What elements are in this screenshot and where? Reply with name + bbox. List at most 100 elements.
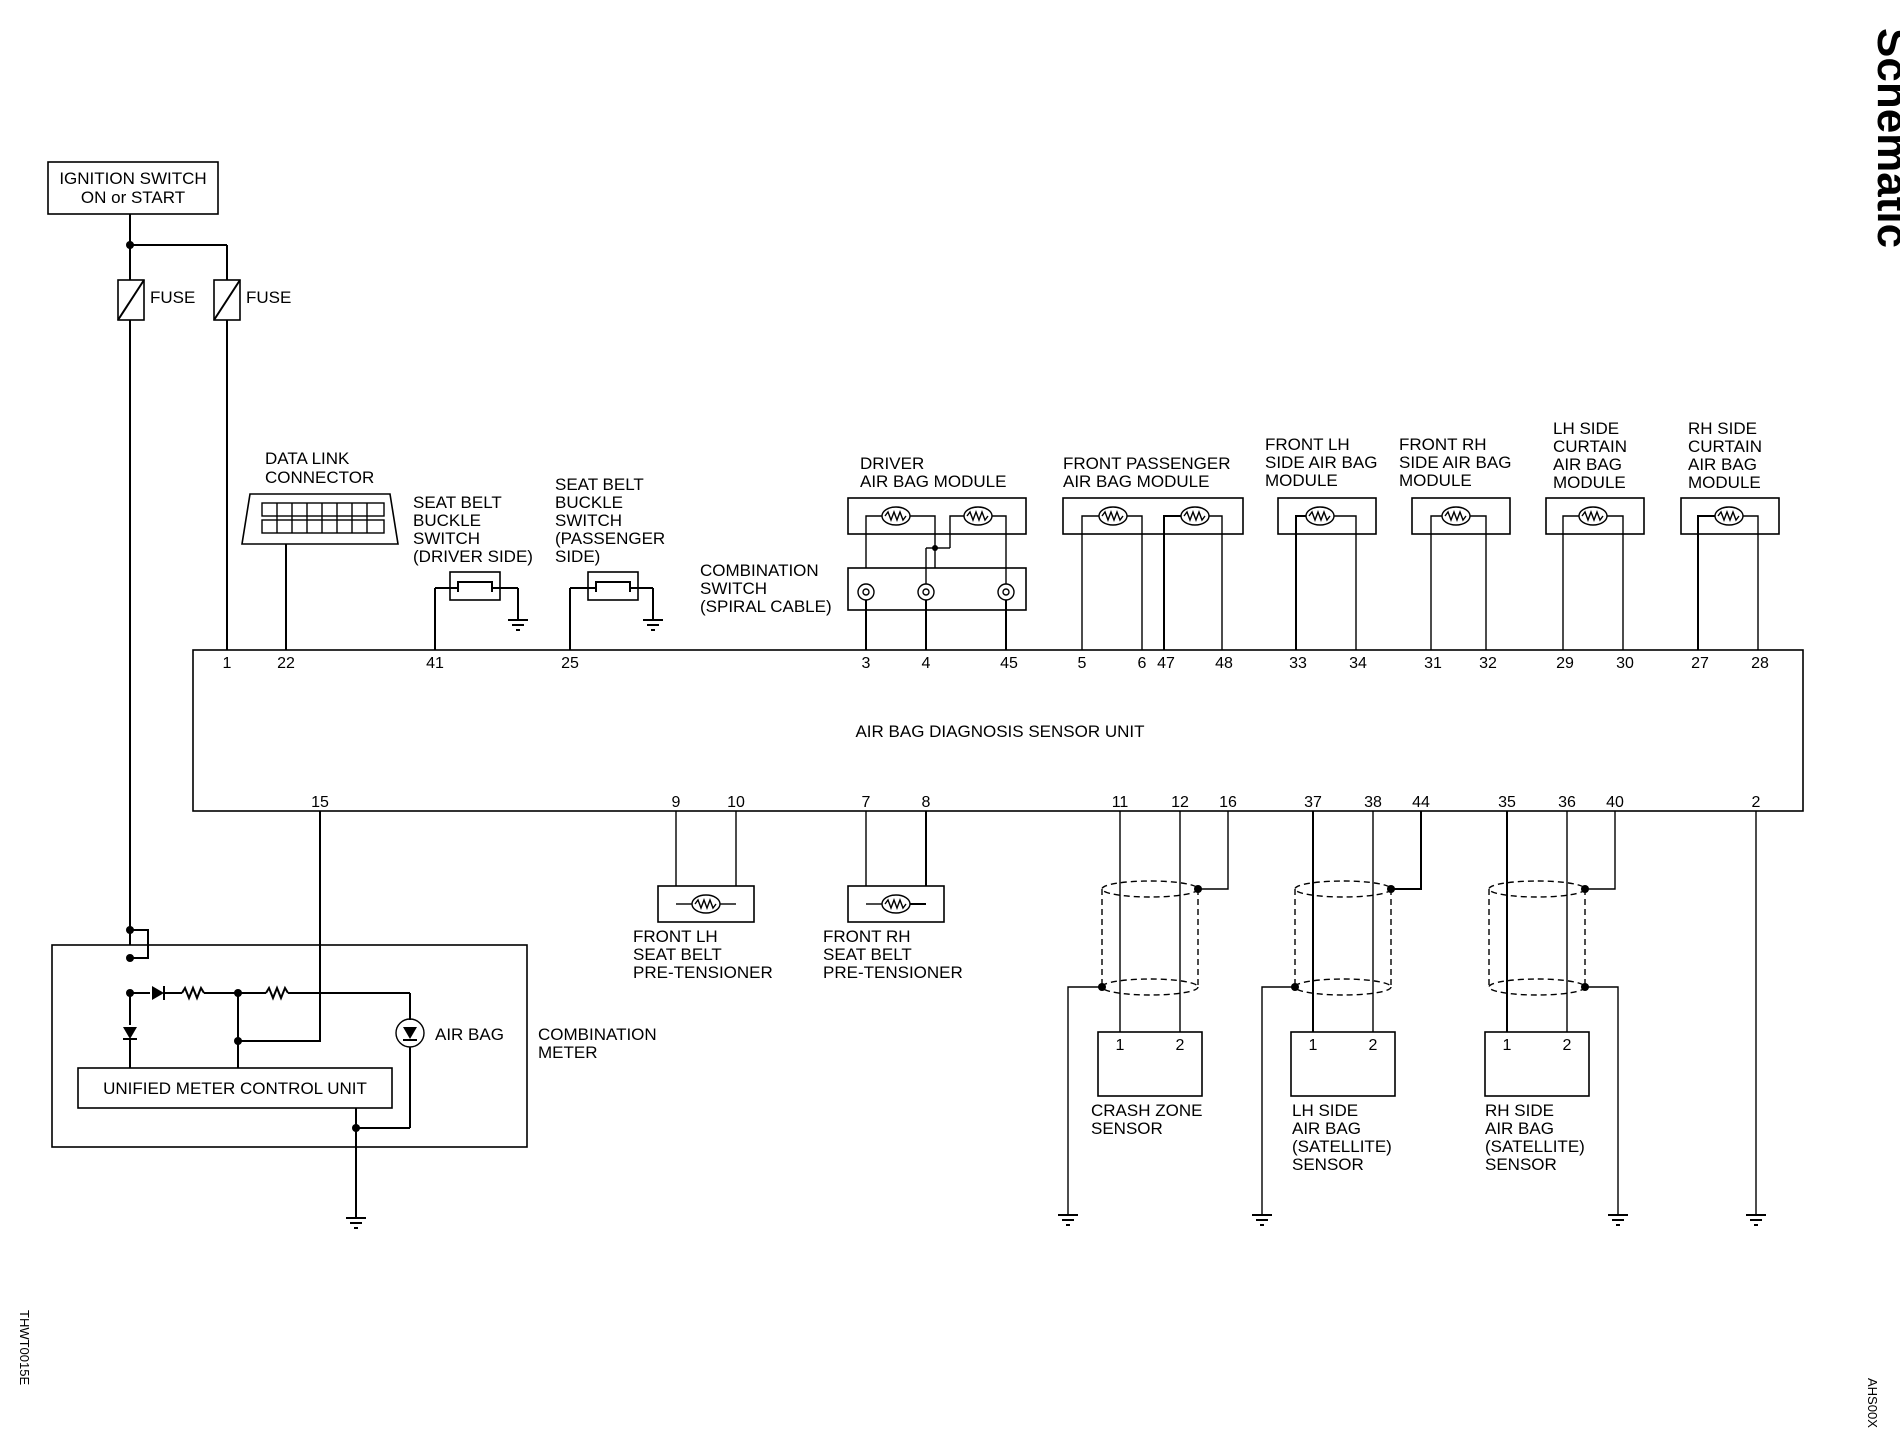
pin-label: 27 bbox=[1691, 655, 1709, 672]
svg-text:AIR BAG MODULE: AIR BAG MODULE bbox=[1063, 472, 1209, 491]
svg-text:SENSOR: SENSOR bbox=[1485, 1155, 1557, 1174]
svg-text:SIDE AIR BAG: SIDE AIR BAG bbox=[1265, 453, 1377, 472]
svg-text:(SATELLITE): (SATELLITE) bbox=[1485, 1137, 1585, 1156]
svg-text:AIR BAG MODULE: AIR BAG MODULE bbox=[860, 472, 1006, 491]
combination-meter-label: COMBINATION bbox=[538, 1025, 657, 1044]
pin-label: 2 bbox=[1752, 794, 1761, 811]
svg-text:(SPIRAL CABLE): (SPIRAL CABLE) bbox=[700, 597, 832, 616]
fuse-label-right: FUSE bbox=[246, 288, 291, 307]
svg-text:SEAT BELT: SEAT BELT bbox=[823, 945, 912, 964]
pin-label: 25 bbox=[561, 655, 579, 672]
pin-label: 12 bbox=[1171, 794, 1189, 811]
svg-text:SIDE): SIDE) bbox=[555, 547, 600, 566]
pin-label: 36 bbox=[1558, 794, 1576, 811]
svg-text:ON or START: ON or START bbox=[81, 188, 185, 207]
sensor-pin-1: 1 bbox=[1116, 1037, 1125, 1054]
svg-text:BUCKLE: BUCKLE bbox=[413, 511, 481, 530]
svg-text:SWITCH: SWITCH bbox=[413, 529, 480, 548]
sensor-pin-2: 2 bbox=[1563, 1037, 1572, 1054]
svg-text:COMBINATION: COMBINATION bbox=[700, 561, 819, 580]
pin-label: 6 bbox=[1138, 655, 1147, 672]
pin-label: 47 bbox=[1157, 655, 1175, 672]
svg-text:AIR BAG: AIR BAG bbox=[1688, 455, 1757, 474]
driver-air-bag-module: DRIVER AIR BAG MODULE bbox=[847, 454, 1027, 584]
svg-text:PRE-TENSIONER: PRE-TENSIONER bbox=[633, 963, 773, 982]
svg-text:DRIVER: DRIVER bbox=[860, 454, 924, 473]
svg-text:CURTAIN: CURTAIN bbox=[1553, 437, 1627, 456]
svg-text:(PASSENGER: (PASSENGER bbox=[555, 529, 665, 548]
pin-label: 35 bbox=[1498, 794, 1516, 811]
svg-text:(SATELLITE): (SATELLITE) bbox=[1292, 1137, 1392, 1156]
pin-label: 33 bbox=[1289, 655, 1307, 672]
page-title: Schematic bbox=[1868, 28, 1900, 248]
rh-side-curtain-air-bag-module: RH SIDE CURTAIN AIR BAG MODULE bbox=[1680, 419, 1780, 650]
front-lh-side-air-bag-module: FRONT LH SIDE AIR BAG MODULE bbox=[1265, 435, 1377, 650]
svg-text:AIR BAG: AIR BAG bbox=[1553, 455, 1622, 474]
svg-text:FRONT RH: FRONT RH bbox=[1399, 435, 1487, 454]
svg-text:SEAT BELT: SEAT BELT bbox=[633, 945, 722, 964]
crash-zone-sensor: 1 2 CRASH ZONE SENSOR bbox=[1058, 811, 1229, 1226]
svg-text:PRE-TENSIONER: PRE-TENSIONER bbox=[823, 963, 963, 982]
pin-label: 38 bbox=[1364, 794, 1382, 811]
svg-text:BUCKLE: BUCKLE bbox=[555, 493, 623, 512]
svg-text:CONNECTOR: CONNECTOR bbox=[265, 468, 374, 487]
seat-belt-buckle-switch-driver: SEAT BELT BUCKLE SWITCH (DRIVER SIDE) bbox=[413, 493, 533, 650]
svg-text:FRONT LH: FRONT LH bbox=[1265, 435, 1350, 454]
svg-text:AIR BAG: AIR BAG bbox=[1292, 1119, 1361, 1138]
pin-label: 41 bbox=[426, 655, 444, 672]
lh-side-air-bag-satellite-sensor: 1 2 LH SIDE AIR BAG (SATELLITE) SENSOR bbox=[1252, 811, 1422, 1226]
pin-label: 28 bbox=[1751, 655, 1769, 672]
svg-text:RH SIDE: RH SIDE bbox=[1485, 1101, 1554, 1120]
sensor-pin-2: 2 bbox=[1176, 1037, 1185, 1054]
sensor-pin-2: 2 bbox=[1369, 1037, 1378, 1054]
pin-label: 5 bbox=[1078, 655, 1087, 672]
front-rh-seat-belt-pretensioner: FRONT RH SEAT BELT PRE-TENSIONER bbox=[823, 811, 963, 982]
svg-text:AIR BAG DIAGNOSIS SENSOR UNIT: AIR BAG DIAGNOSIS SENSOR UNIT bbox=[855, 722, 1144, 741]
svg-text:RH SIDE: RH SIDE bbox=[1688, 419, 1757, 438]
air-bag-warning-lamp-label: AIR BAG bbox=[435, 1025, 504, 1044]
pin-label: 1 bbox=[223, 655, 232, 672]
rh-side-air-bag-satellite-sensor: 1 2 RH SIDE AIR BAG (SATELLITE) SENSOR bbox=[1484, 811, 1628, 1226]
svg-text:FRONT RH: FRONT RH bbox=[823, 927, 911, 946]
pin-label: 45 bbox=[1000, 655, 1018, 672]
sensor-pin-1: 1 bbox=[1503, 1037, 1512, 1054]
unit-ground bbox=[1746, 811, 1766, 1226]
svg-text:CRASH ZONE: CRASH ZONE bbox=[1091, 1101, 1202, 1120]
svg-text:SEAT BELT: SEAT BELT bbox=[555, 475, 644, 494]
svg-text:LH SIDE: LH SIDE bbox=[1292, 1101, 1358, 1120]
svg-text:IGNITION SWITCH: IGNITION SWITCH bbox=[59, 169, 206, 188]
page-reference: AHS00X bbox=[1865, 1378, 1880, 1428]
pin-label: 40 bbox=[1606, 794, 1624, 811]
pin-label: 15 bbox=[311, 794, 329, 811]
svg-text:SENSOR: SENSOR bbox=[1292, 1155, 1364, 1174]
pin-label: 10 bbox=[727, 794, 745, 811]
pin-label: 9 bbox=[672, 794, 681, 811]
pin-label: 44 bbox=[1412, 794, 1430, 811]
diagram-code: THWT0015E bbox=[17, 1310, 32, 1385]
pin-label: 3 bbox=[862, 655, 871, 672]
svg-text:MODULE: MODULE bbox=[1553, 473, 1626, 492]
top-pin-labels: 1 22 41 25 3 4 45 5 6 47 48 33 34 31 32 … bbox=[223, 655, 1769, 672]
pin-label: 22 bbox=[277, 655, 295, 672]
pin-label: 48 bbox=[1215, 655, 1233, 672]
bottom-pin-labels: 15 9 10 7 8 11 12 16 37 38 44 35 36 40 2 bbox=[311, 794, 1760, 811]
svg-text:FRONT PASSENGER: FRONT PASSENGER bbox=[1063, 454, 1231, 473]
front-passenger-air-bag-module: FRONT PASSENGER AIR BAG MODULE bbox=[1062, 454, 1244, 650]
air-bag-diagnosis-sensor-unit: AIR BAG DIAGNOSIS SENSOR UNIT bbox=[192, 649, 1804, 812]
pin-label: 37 bbox=[1304, 794, 1322, 811]
front-rh-side-air-bag-module: FRONT RH SIDE AIR BAG MODULE bbox=[1399, 435, 1511, 650]
pin-label: 34 bbox=[1349, 655, 1367, 672]
svg-text:SWITCH: SWITCH bbox=[700, 579, 767, 598]
svg-text:LH SIDE: LH SIDE bbox=[1553, 419, 1619, 438]
pin-label: 32 bbox=[1479, 655, 1497, 672]
unified-meter-control-unit: UNIFIED METER CONTROL UNIT bbox=[103, 1079, 367, 1098]
svg-text:(DRIVER SIDE): (DRIVER SIDE) bbox=[413, 547, 533, 566]
svg-text:SEAT BELT: SEAT BELT bbox=[413, 493, 502, 512]
pin-label: 7 bbox=[862, 794, 871, 811]
seat-belt-buckle-switch-passenger: SEAT BELT BUCKLE SWITCH (PASSENGER SIDE) bbox=[555, 475, 665, 650]
svg-text:SWITCH: SWITCH bbox=[555, 511, 622, 530]
pin-label: 29 bbox=[1556, 655, 1574, 672]
combination-meter-label: METER bbox=[538, 1043, 598, 1062]
svg-text:MODULE: MODULE bbox=[1265, 471, 1338, 490]
